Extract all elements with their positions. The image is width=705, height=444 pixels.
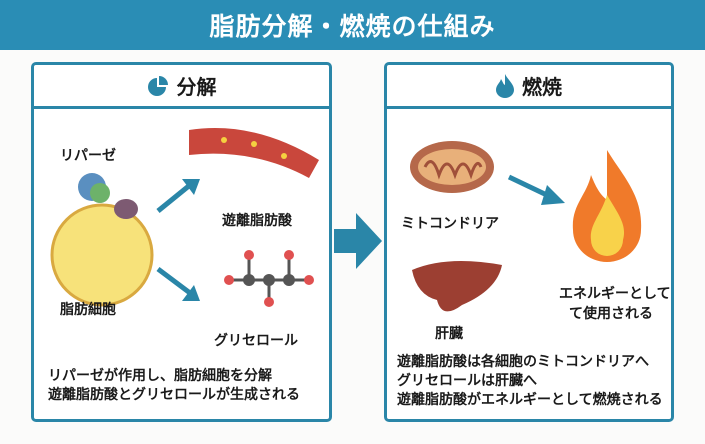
caption-line: 遊離脂肪酸がエネルギーとして燃焼される — [397, 392, 663, 408]
fat-cell-illustration — [50, 173, 154, 307]
combustion-caption: 遊離脂肪酸は各細胞のミトコンドリアへ グリセロールは肝臓へ 遊離脂肪酸がエネルギ… — [397, 353, 663, 410]
ffa-label: 遊離脂肪酸 — [222, 213, 292, 229]
combustion-header: 燃焼 — [387, 65, 671, 109]
title-bar: 脂肪分解・燃焼の仕組み — [0, 0, 705, 50]
caption-line: グリセロールは肝臓へ — [397, 373, 537, 389]
caption-line: 遊離脂肪酸とグリセロールが生成される — [48, 387, 300, 403]
breakdown-caption: リパーゼが作用し、脂肪細胞を分解 遊離脂肪酸とグリセロールが生成される — [48, 367, 300, 405]
arrow-to-ffa — [156, 179, 200, 213]
liver-illustration — [412, 261, 502, 312]
glycerol-label: グリセロール — [214, 333, 298, 349]
breakdown-heading: 分解 — [176, 75, 217, 99]
caption-line: 遊離脂肪酸は各細胞のミトコンドリアへ — [397, 354, 649, 370]
flame-icon — [496, 73, 514, 98]
pie-chart-icon — [147, 75, 168, 96]
blood-vessel-illustration — [189, 128, 319, 178]
liver-label: 肝臓 — [435, 326, 463, 342]
mitochondria-label: ミトコンドリア — [401, 216, 499, 232]
glycerol-molecule — [224, 250, 314, 307]
fat-cell-label: 脂肪細胞 — [60, 302, 116, 318]
flame-illustration — [572, 150, 642, 262]
arrow-to-flame — [507, 174, 565, 205]
mitochondria-illustration — [410, 141, 494, 193]
combustion-panel: 燃焼 ミトコンドリア エネルギーとして て使用される 肝臓 遊離脂肪酸は各細胞の… — [384, 62, 674, 422]
lipase-label: リパーゼ — [60, 148, 116, 164]
energy-label-line: エネルギーとして — [559, 286, 671, 302]
energy-label-line: て使用される — [569, 306, 653, 322]
energy-label: エネルギーとして て使用される — [559, 283, 671, 323]
center-arrow — [334, 213, 382, 269]
breakdown-panel: 分解 リパーゼ 脂肪細胞 遊離脂肪酸 グリセロール リパーゼが作用し、脂肪細胞を… — [31, 62, 332, 422]
arrow-to-glycerol — [156, 267, 200, 301]
combustion-heading: 燃焼 — [522, 75, 562, 99]
breakdown-header: 分解 — [34, 65, 329, 109]
caption-line: リパーゼが作用し、脂肪細胞を分解 — [48, 368, 272, 384]
page-title: 脂肪分解・燃焼の仕組み — [209, 12, 496, 41]
